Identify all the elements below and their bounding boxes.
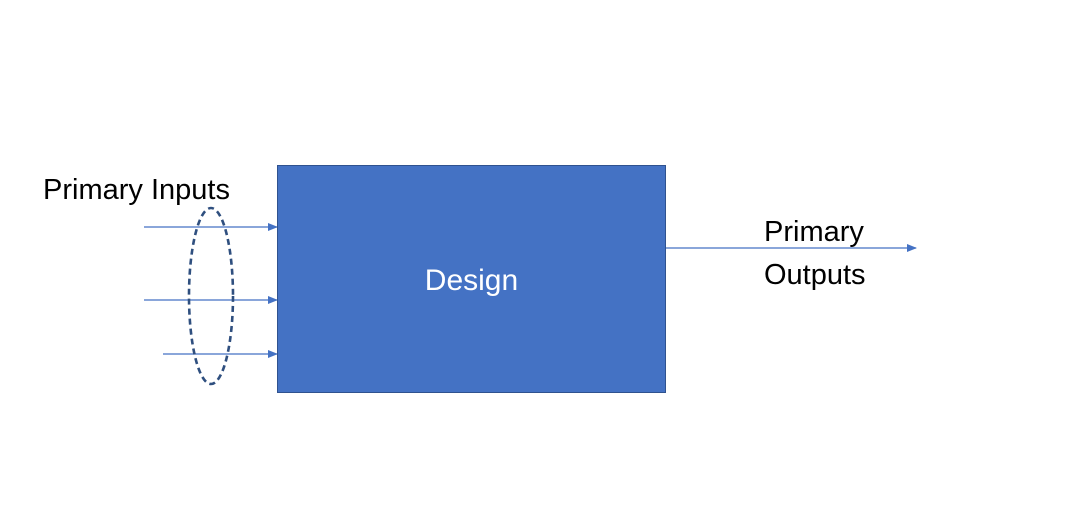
design-block: Design (277, 165, 666, 393)
primary-inputs-label: Primary Inputs (43, 174, 230, 206)
primary-outputs-label: Primary Outputs (764, 211, 866, 297)
primary-outputs-label-line1: Primary (764, 216, 864, 248)
design-block-label: Design (424, 264, 519, 297)
primary-outputs-label-line2: Outputs (764, 259, 866, 291)
input-bundle-ellipse (187, 206, 235, 386)
